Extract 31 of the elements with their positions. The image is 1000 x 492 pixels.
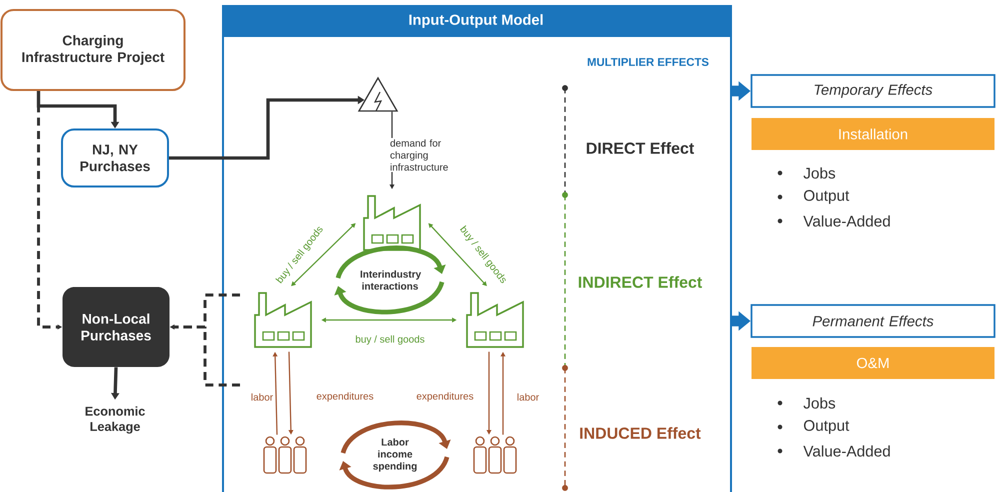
edge-label: buy / sell goods: [354, 334, 426, 346]
factory-icon: [466, 292, 524, 348]
bullet-item: Value-Added: [803, 215, 890, 227]
effect-label: DIRECT Effect: [586, 142, 694, 154]
effect-label: INDIRECT Effect: [578, 276, 702, 288]
cycle-label: Labor income spending: [373, 438, 417, 472]
purchases-box: Non-Local Purchases: [62, 287, 170, 367]
project-box: Charging Infrastructure Project: [0, 9, 186, 91]
bullet-item: Jobs: [804, 167, 836, 179]
purchases-box: NJ, NY Purchases: [61, 128, 169, 188]
factory-icon: [363, 195, 421, 251]
bullet-item: Jobs: [804, 397, 836, 409]
phase-bar: Installation: [752, 118, 994, 150]
heading: MULTIPLIER EFFECTS: [588, 58, 709, 66]
people-icon: [263, 436, 307, 474]
leakage-text: Economic Leakage: [86, 406, 145, 434]
people-icon: [473, 436, 517, 474]
cycle-label: Interindustry interactions: [360, 270, 422, 290]
bullet-item: Output: [804, 420, 850, 434]
phase-bar: O&M: [752, 347, 994, 379]
factory-icon: [254, 292, 312, 348]
effect-label: INDUCED Effect: [580, 427, 701, 439]
bullet-item: Output: [804, 190, 850, 204]
edge-label: labor: [516, 392, 540, 402]
edge-label: expenditures: [415, 391, 475, 403]
edge-label: demand for charging infrastructure: [388, 138, 462, 172]
bullet-item: Value-Added: [803, 445, 890, 457]
effect-box: Permanent Effects: [750, 304, 996, 338]
edge-label: labor: [250, 392, 274, 402]
edge-label: expenditures: [315, 391, 375, 403]
effect-box: Temporary Effects: [750, 74, 996, 108]
